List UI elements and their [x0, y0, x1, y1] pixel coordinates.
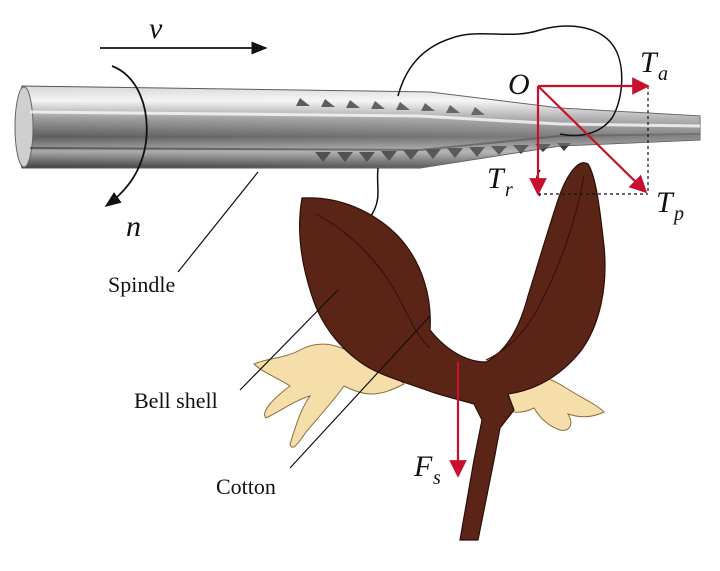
svg-text:T: T [656, 186, 675, 219]
tr-label: T r [487, 162, 513, 201]
spindle-label: Spindle [108, 272, 175, 297]
force-vectors [449, 77, 650, 478]
bell-shell-label: Bell shell [134, 388, 218, 413]
svg-text:r: r [505, 179, 513, 201]
rotation-label: n [126, 210, 141, 243]
fs-label: F s [413, 450, 441, 489]
svg-text:s: s [433, 467, 441, 489]
cotton-label: Cotton [216, 474, 276, 499]
bell-shell [299, 162, 606, 541]
tp-label: T p [656, 186, 684, 225]
svg-text:p: p [672, 203, 684, 225]
origin-label: O [508, 68, 530, 101]
spindle [14, 85, 701, 169]
svg-text:F: F [413, 450, 433, 483]
rotation-arrow [104, 65, 148, 207]
svg-text:T: T [640, 46, 659, 79]
velocity-label: v [149, 12, 163, 45]
leader-lines [177, 171, 431, 469]
force-arrow-tp [537, 85, 648, 194]
svg-text:a: a [658, 63, 668, 85]
svg-text:T: T [487, 162, 506, 195]
ta-label: T a [640, 46, 668, 85]
